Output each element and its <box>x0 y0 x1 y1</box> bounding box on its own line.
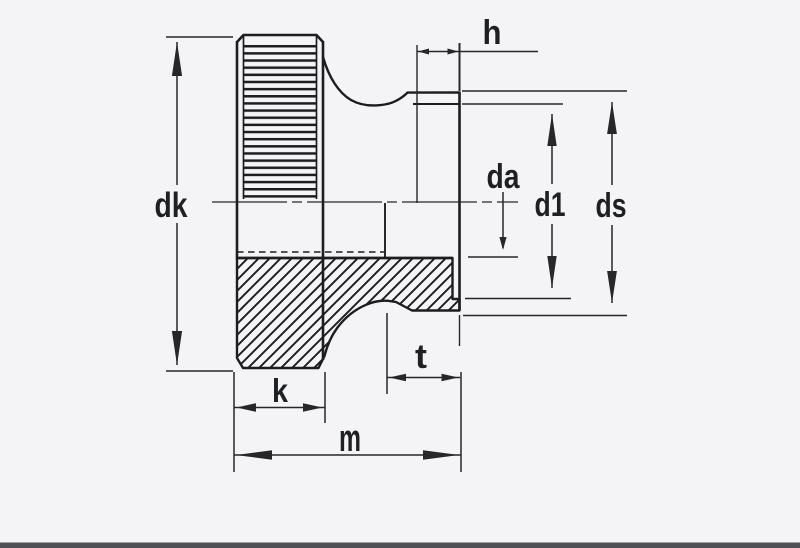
dimension-label-dk: dk <box>155 186 188 225</box>
section-hatch <box>237 258 460 368</box>
da-arrow-down <box>499 237 507 250</box>
dk-arrow-up <box>171 42 183 76</box>
knurl-lines <box>244 42 317 200</box>
bottom-bar <box>0 542 800 548</box>
dimension-label-ds: ds <box>596 187 627 225</box>
dimension-label-h: h <box>483 14 502 52</box>
section-outline <box>235 256 461 370</box>
ds-arrow-down <box>607 271 617 303</box>
h-arrow-right <box>447 48 459 55</box>
dimension-label-k: k <box>272 372 289 409</box>
k-arrow-right <box>303 403 323 412</box>
dimension-label-da: da <box>487 158 521 196</box>
t-arrow-left <box>389 373 406 382</box>
dimension-label-d1: d1 <box>535 186 566 224</box>
d1-arrow-down <box>547 256 557 288</box>
m-arrow-right <box>423 450 459 460</box>
t-arrow-right <box>441 373 459 382</box>
dk-arrow-down <box>171 331 183 365</box>
neck-curve-top <box>321 56 460 107</box>
dimension-label-t: t <box>415 338 427 376</box>
k-arrow-left <box>236 403 256 412</box>
head-top-edge <box>236 33 324 43</box>
h-arrow-left <box>418 48 429 55</box>
d1-arrow-up <box>547 114 557 146</box>
m-arrow-left <box>236 450 272 460</box>
dimension-label-m: m <box>339 418 361 460</box>
dim-h <box>416 43 538 203</box>
ds-arrow-up <box>607 102 617 134</box>
